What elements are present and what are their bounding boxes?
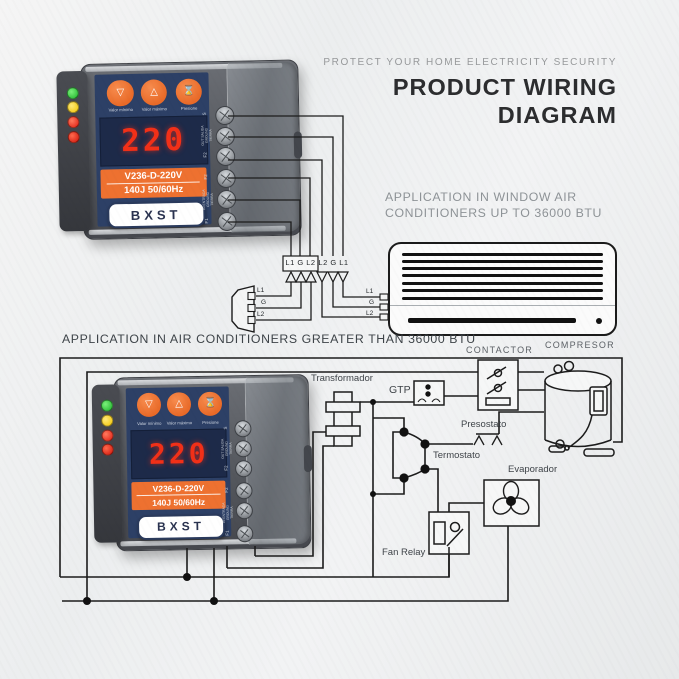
delay-label: Presione: [202, 419, 219, 425]
model-number: V236-D-220V: [106, 169, 200, 185]
contactor-label: CONTACTOR: [466, 345, 533, 355]
max-value-label: Valor máximo: [141, 106, 168, 113]
ac-row-l1: L1: [366, 288, 374, 295]
cover-latch: [293, 131, 303, 159]
fan-relay-label: Fan Relay: [382, 547, 426, 558]
up-triangle-icon: △: [150, 86, 158, 98]
down-triangle-icon: ▽: [145, 398, 153, 411]
plug-and-ac-wires: [256, 282, 381, 321]
model-rating: 140J 50/60Hz: [152, 497, 206, 509]
terminal-label-f2a: F2: [202, 152, 209, 158]
min-value-label: Valor mínimo: [108, 107, 133, 113]
plug-row-g: G: [261, 299, 267, 306]
transformer-symbol: [325, 391, 361, 447]
terminal-label-f2b: F2: [223, 487, 229, 493]
evaporator-symbol: [483, 479, 540, 527]
fan-relay-symbol: [428, 511, 470, 555]
page-header: PROTECT YOUR HOME ELECTRICITY SECURITY P…: [297, 57, 617, 129]
led-green: [66, 86, 80, 99]
evaporator-label: Evaporador: [508, 464, 558, 475]
model-plate: V236-D-220V 140J 50/60Hz: [130, 480, 227, 511]
timer-icon: ⌛: [182, 85, 196, 97]
ac-vent: [402, 297, 603, 300]
ac-divider: [390, 305, 615, 306]
min-value-label: Valor mínimo: [137, 420, 162, 426]
output-terminal-labels: L2 G L1: [318, 258, 349, 267]
max-value-button: △: [167, 392, 192, 417]
window-ac-heading-line1: APPLICATION IN WINDOW AIR: [385, 190, 577, 204]
device-transparent-cover: [226, 61, 303, 234]
thermostat-label: Termostato: [433, 450, 480, 461]
ac-knob: [596, 318, 602, 324]
flow-arrows: [285, 270, 349, 284]
compressor-label: COMPRESOR: [545, 340, 615, 350]
led-red-1: [101, 429, 114, 442]
min-value-button: ▽: [106, 79, 134, 107]
up-triangle-icon: △: [175, 398, 184, 410]
terminal-label-s: S: [222, 426, 228, 430]
large-ac-heading: APPLICATION IN AIR CONDITIONERS GREATER …: [62, 332, 476, 346]
window-ac-heading: APPLICATION IN WINDOW AIR CONDITIONERS U…: [385, 189, 602, 221]
voltage-protector-device-top: ▽ △ ⌛ Valor mínimo Valor máximo Presione…: [56, 59, 303, 240]
ac-vent: [402, 260, 603, 263]
contactor-symbol: [477, 359, 519, 411]
terminal-group-in: IN ENTRADA GROUND TIERRA: [201, 189, 214, 211]
terminal-label-f1: F1: [224, 530, 230, 536]
ac-vent: [402, 267, 603, 270]
header-tagline: PROTECT YOUR HOME ELECTRICITY SECURITY: [323, 57, 617, 68]
min-value-button: ▽: [136, 393, 161, 418]
voltage-display: 220: [99, 115, 208, 167]
down-triangle-icon: ▽: [116, 86, 125, 98]
gtp-symbol: [413, 380, 445, 406]
plug-row-l1: L1: [257, 287, 265, 294]
gtp-label: GTP: [389, 384, 411, 396]
terminal-label-f1: F1: [204, 217, 210, 224]
window-ac-unit: [388, 242, 617, 336]
terminal-group-in: IN ENTRADA GROUND TIERRA: [222, 502, 235, 523]
terminal-group-out: OUT SALIDA GROUND TIERRA: [199, 125, 213, 146]
ac-row-g: G: [369, 299, 375, 306]
power-plug: [231, 285, 256, 333]
page-title-line1: PRODUCT WIRING: [392, 74, 617, 100]
voltage-display: 220: [130, 428, 228, 479]
model-plate: V236-D-220V 140J 50/60Hz: [100, 167, 207, 199]
ac-terminal-stubs: [379, 293, 389, 321]
terminal-label-f2a: F2: [223, 465, 229, 471]
page-title: PRODUCT WIRING DIAGRAM: [297, 74, 617, 129]
window-ac-heading-line2: CONDITIONERS UP TO 36000 BTU: [385, 206, 603, 221]
cover-latch: [303, 444, 313, 473]
timer-icon: ⌛: [203, 397, 217, 410]
device-transparent-cover: [244, 375, 313, 546]
ac-row-l2: L2: [366, 310, 374, 317]
brand-logo: BXST: [136, 513, 226, 541]
max-value-label: Valor máximo: [166, 420, 193, 426]
plug-row-l2: L2: [257, 311, 265, 318]
pressure-switch-symbol: [473, 434, 503, 446]
ac-vent: [402, 253, 603, 256]
ac-vent: [402, 282, 603, 285]
ac-vent: [402, 289, 603, 293]
ac-vent: [402, 274, 603, 278]
compressor-sketch: [544, 360, 615, 457]
pressure-switch-label: Presostato: [461, 419, 507, 430]
model-number: V236-D-220V: [136, 482, 221, 497]
terminal-group-out: OUT SALIDA GROUND TIERRA: [220, 438, 234, 459]
model-rating: 140J 50/60Hz: [123, 184, 184, 197]
voltage-protector-device-bottom: ▽ △ ⌛ Valor mínimo Valor máximo Presione…: [91, 374, 313, 552]
terminal-label-s: S: [202, 112, 208, 116]
transformer-label: Transformador: [311, 373, 373, 384]
ac-front-grille: [408, 318, 576, 323]
terminal-label-f2b: F2: [203, 174, 209, 180]
brand-logo: BXST: [107, 200, 206, 229]
input-terminal-labels: L1 G L2: [285, 258, 316, 267]
page-title-line2: DIAGRAM: [497, 101, 617, 128]
